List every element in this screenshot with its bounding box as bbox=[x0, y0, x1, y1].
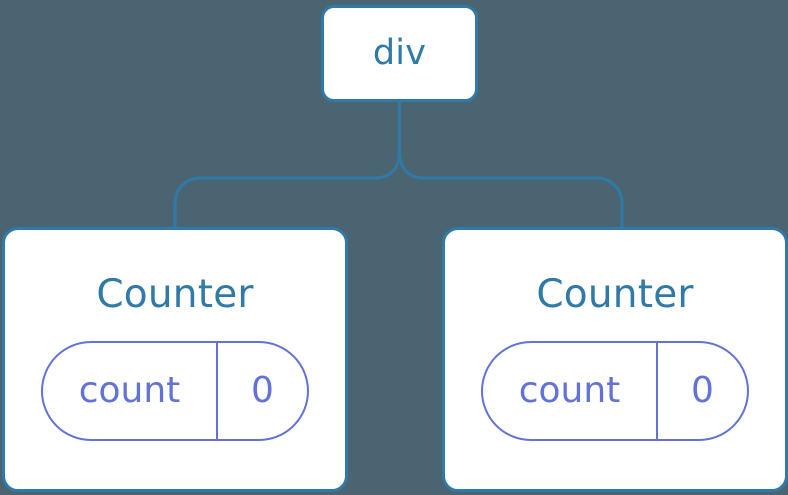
node-div-label: div bbox=[372, 33, 427, 73]
node-counter-right[interactable]: Counter count 0 bbox=[442, 227, 788, 492]
node-counter-right-label: Counter bbox=[536, 272, 694, 317]
node-counter-left-label: Counter bbox=[96, 272, 254, 317]
connector-to-counter-left bbox=[173, 148, 401, 231]
state-key-left: count bbox=[43, 343, 218, 439]
node-counter-left[interactable]: Counter count 0 bbox=[2, 227, 348, 492]
node-div[interactable]: div bbox=[321, 5, 478, 102]
state-value-left: 0 bbox=[251, 370, 274, 411]
state-key-right: count bbox=[483, 343, 658, 439]
connector-to-counter-right bbox=[398, 148, 624, 231]
state-pill-right: count 0 bbox=[481, 341, 749, 441]
state-value-right: 0 bbox=[691, 370, 714, 411]
state-pill-left: count 0 bbox=[41, 341, 309, 441]
